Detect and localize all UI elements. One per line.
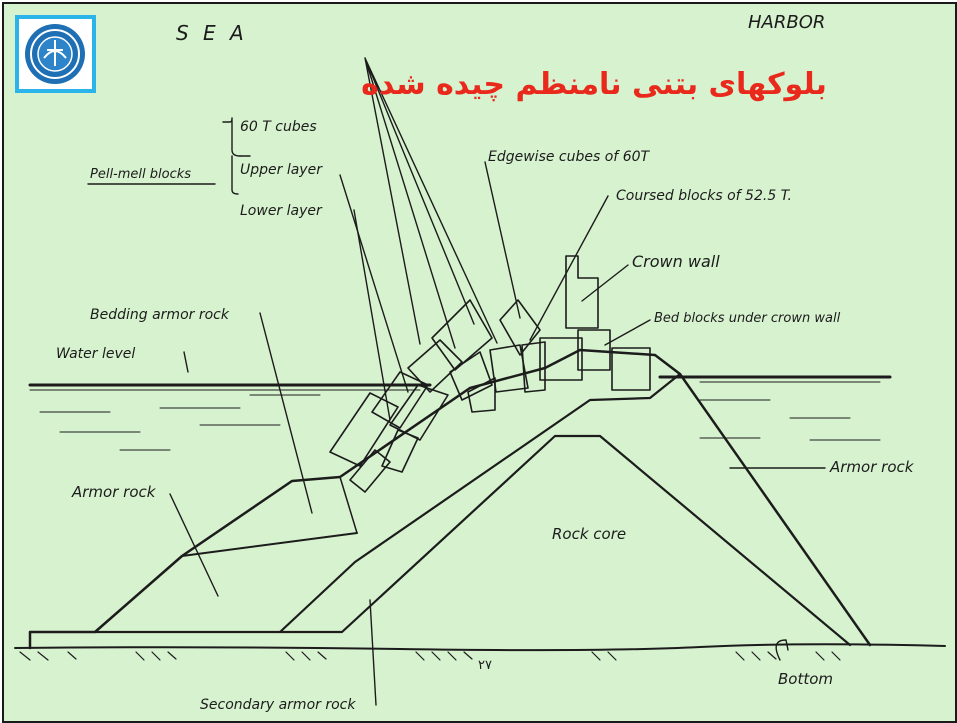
bottom-label: Bottom [778,670,833,688]
bed-blocks-label: Bed blocks under crown wall [654,311,841,326]
sea-bed [14,643,946,661]
bedding-armor-label: Bedding armor rock [90,307,230,323]
water-surface [28,375,892,451]
upper-layer-label: Upper layer [240,162,323,178]
crown-wall-label: Crown wall [632,252,720,271]
edgewise-label: Edgewise cubes of 60T [488,149,651,165]
leader-lines [87,57,826,706]
rock-core-label: Rock core [552,525,626,543]
harbor-label: HARBOR [748,12,825,33]
pell-mell-label: Pell-mell blocks [90,167,191,182]
coursed-label: Coursed blocks of 52.5 T. [616,188,792,204]
armor-rock-left-label: Armor rock [71,483,157,501]
sea-label: S E A [176,21,248,45]
concrete-blocks [329,255,651,493]
cubes-60t-label: 60 T cubes [240,119,317,135]
university-seal-icon [15,15,96,93]
breakwater-section [28,348,872,650]
armor-rock-right-label: Armor rock [829,458,915,476]
page-number: ۲۷ [478,658,492,673]
secondary-armor-label: Secondary armor rock [200,697,356,713]
water-level-label: Water level [56,346,135,362]
lower-layer-label: Lower layer [240,203,323,219]
slide-title: بلوکهای بتنی نامنظم چیده شده [361,67,827,102]
